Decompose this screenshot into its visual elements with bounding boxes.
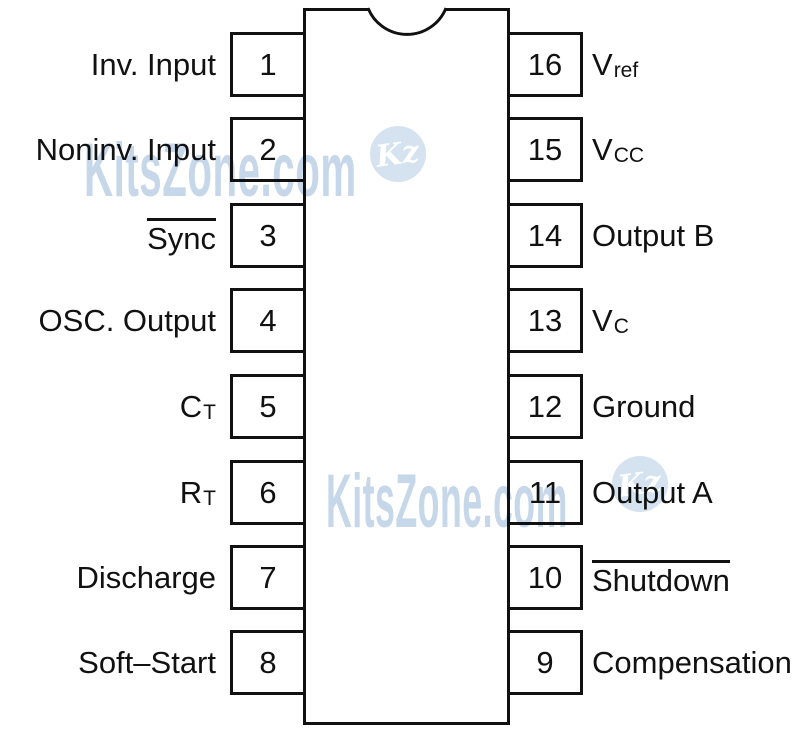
pin-7-label-text: Discharge bbox=[76, 560, 216, 595]
pin-3-label: Sync bbox=[147, 203, 216, 268]
pin-1-label: Inv. Input bbox=[91, 32, 216, 97]
pin-16-label-text: V bbox=[592, 47, 613, 82]
pin-16-label-subscript: ref bbox=[613, 58, 639, 82]
pin-8-label-text: Soft–Start bbox=[78, 645, 216, 680]
pin-14-number: 14 bbox=[527, 218, 563, 253]
pin-1-number: 1 bbox=[259, 47, 277, 82]
pin-14-box: 14 bbox=[507, 203, 583, 268]
pin-9-label: Compensation bbox=[592, 630, 792, 695]
pin-6-label-subscript: T bbox=[203, 486, 216, 510]
pin-1-box: 1 bbox=[230, 32, 306, 97]
pin-11-label: Output A bbox=[592, 460, 713, 525]
pin-2-number: 2 bbox=[259, 132, 277, 167]
pin-8-label: Soft–Start bbox=[78, 630, 216, 695]
pin-6-label-text: R bbox=[179, 475, 203, 510]
pin-4-label: OSC. Output bbox=[39, 288, 216, 353]
pin-8-box: 8 bbox=[230, 630, 306, 695]
pin-13-number: 13 bbox=[527, 303, 563, 338]
pin-15-box: 15 bbox=[507, 117, 583, 182]
pin-9-number: 9 bbox=[536, 645, 554, 680]
pin-7-label: Discharge bbox=[76, 545, 216, 610]
ic-body bbox=[303, 8, 510, 725]
pin-13-box: 13 bbox=[507, 288, 583, 353]
pin-1-label-text: Inv. Input bbox=[90, 47, 216, 82]
pin-12-label-text: Ground bbox=[592, 389, 696, 424]
pin-2-label: Noninv. Input bbox=[36, 117, 216, 182]
pin-5-label-subscript: T bbox=[203, 400, 216, 424]
pin-9-box: 9 bbox=[507, 630, 583, 695]
pin-4-number: 4 bbox=[259, 303, 277, 338]
pin-7-number: 7 bbox=[259, 560, 277, 595]
pin-4-label-text: OSC. Output bbox=[38, 303, 216, 338]
pin-11-box: 11 bbox=[507, 460, 583, 525]
pin-11-label-text: Output A bbox=[592, 475, 713, 510]
pin-16-number: 16 bbox=[527, 47, 563, 82]
pin-13-label-subscript: C bbox=[613, 314, 629, 338]
pin-11-number: 11 bbox=[528, 475, 562, 510]
pin-10-number: 10 bbox=[527, 560, 563, 595]
pin-14-label: Output B bbox=[592, 203, 714, 268]
pin-9-label-text: Compensation bbox=[592, 645, 792, 680]
pin-5-label-text: C bbox=[179, 389, 203, 424]
pin-15-label-subscript: CC bbox=[613, 143, 645, 167]
pin-5-number: 5 bbox=[259, 389, 277, 424]
pin-2-box: 2 bbox=[230, 117, 306, 182]
pin-4-box: 4 bbox=[230, 288, 306, 353]
pin-13-label-text: V bbox=[592, 303, 613, 338]
pin-10-label-text: Shutdown bbox=[592, 559, 730, 596]
pin-3-label-text: Sync bbox=[147, 217, 216, 254]
pin-14-label-text: Output B bbox=[592, 218, 715, 253]
pin-12-box: 12 bbox=[507, 374, 583, 439]
pin-12-label: Ground bbox=[592, 374, 695, 439]
pin-3-box: 3 bbox=[230, 203, 306, 268]
pin-16-box: 16 bbox=[507, 32, 583, 97]
pin-10-label: Shutdown bbox=[592, 545, 730, 610]
pin-8-number: 8 bbox=[259, 645, 277, 680]
pin-2-label-text: Noninv. Input bbox=[35, 132, 216, 167]
pin-3-number: 3 bbox=[259, 218, 277, 253]
pin-5-box: 5 bbox=[230, 374, 306, 439]
pin-6-number: 6 bbox=[259, 475, 277, 510]
pin-10-box: 10 bbox=[507, 545, 583, 610]
pin-12-number: 12 bbox=[527, 389, 563, 424]
pin-6-box: 6 bbox=[230, 460, 306, 525]
pin-15-label-text: V bbox=[592, 132, 613, 167]
pin-7-box: 7 bbox=[230, 545, 306, 610]
ic-notch bbox=[367, 7, 447, 36]
pin-15-number: 15 bbox=[527, 132, 563, 167]
